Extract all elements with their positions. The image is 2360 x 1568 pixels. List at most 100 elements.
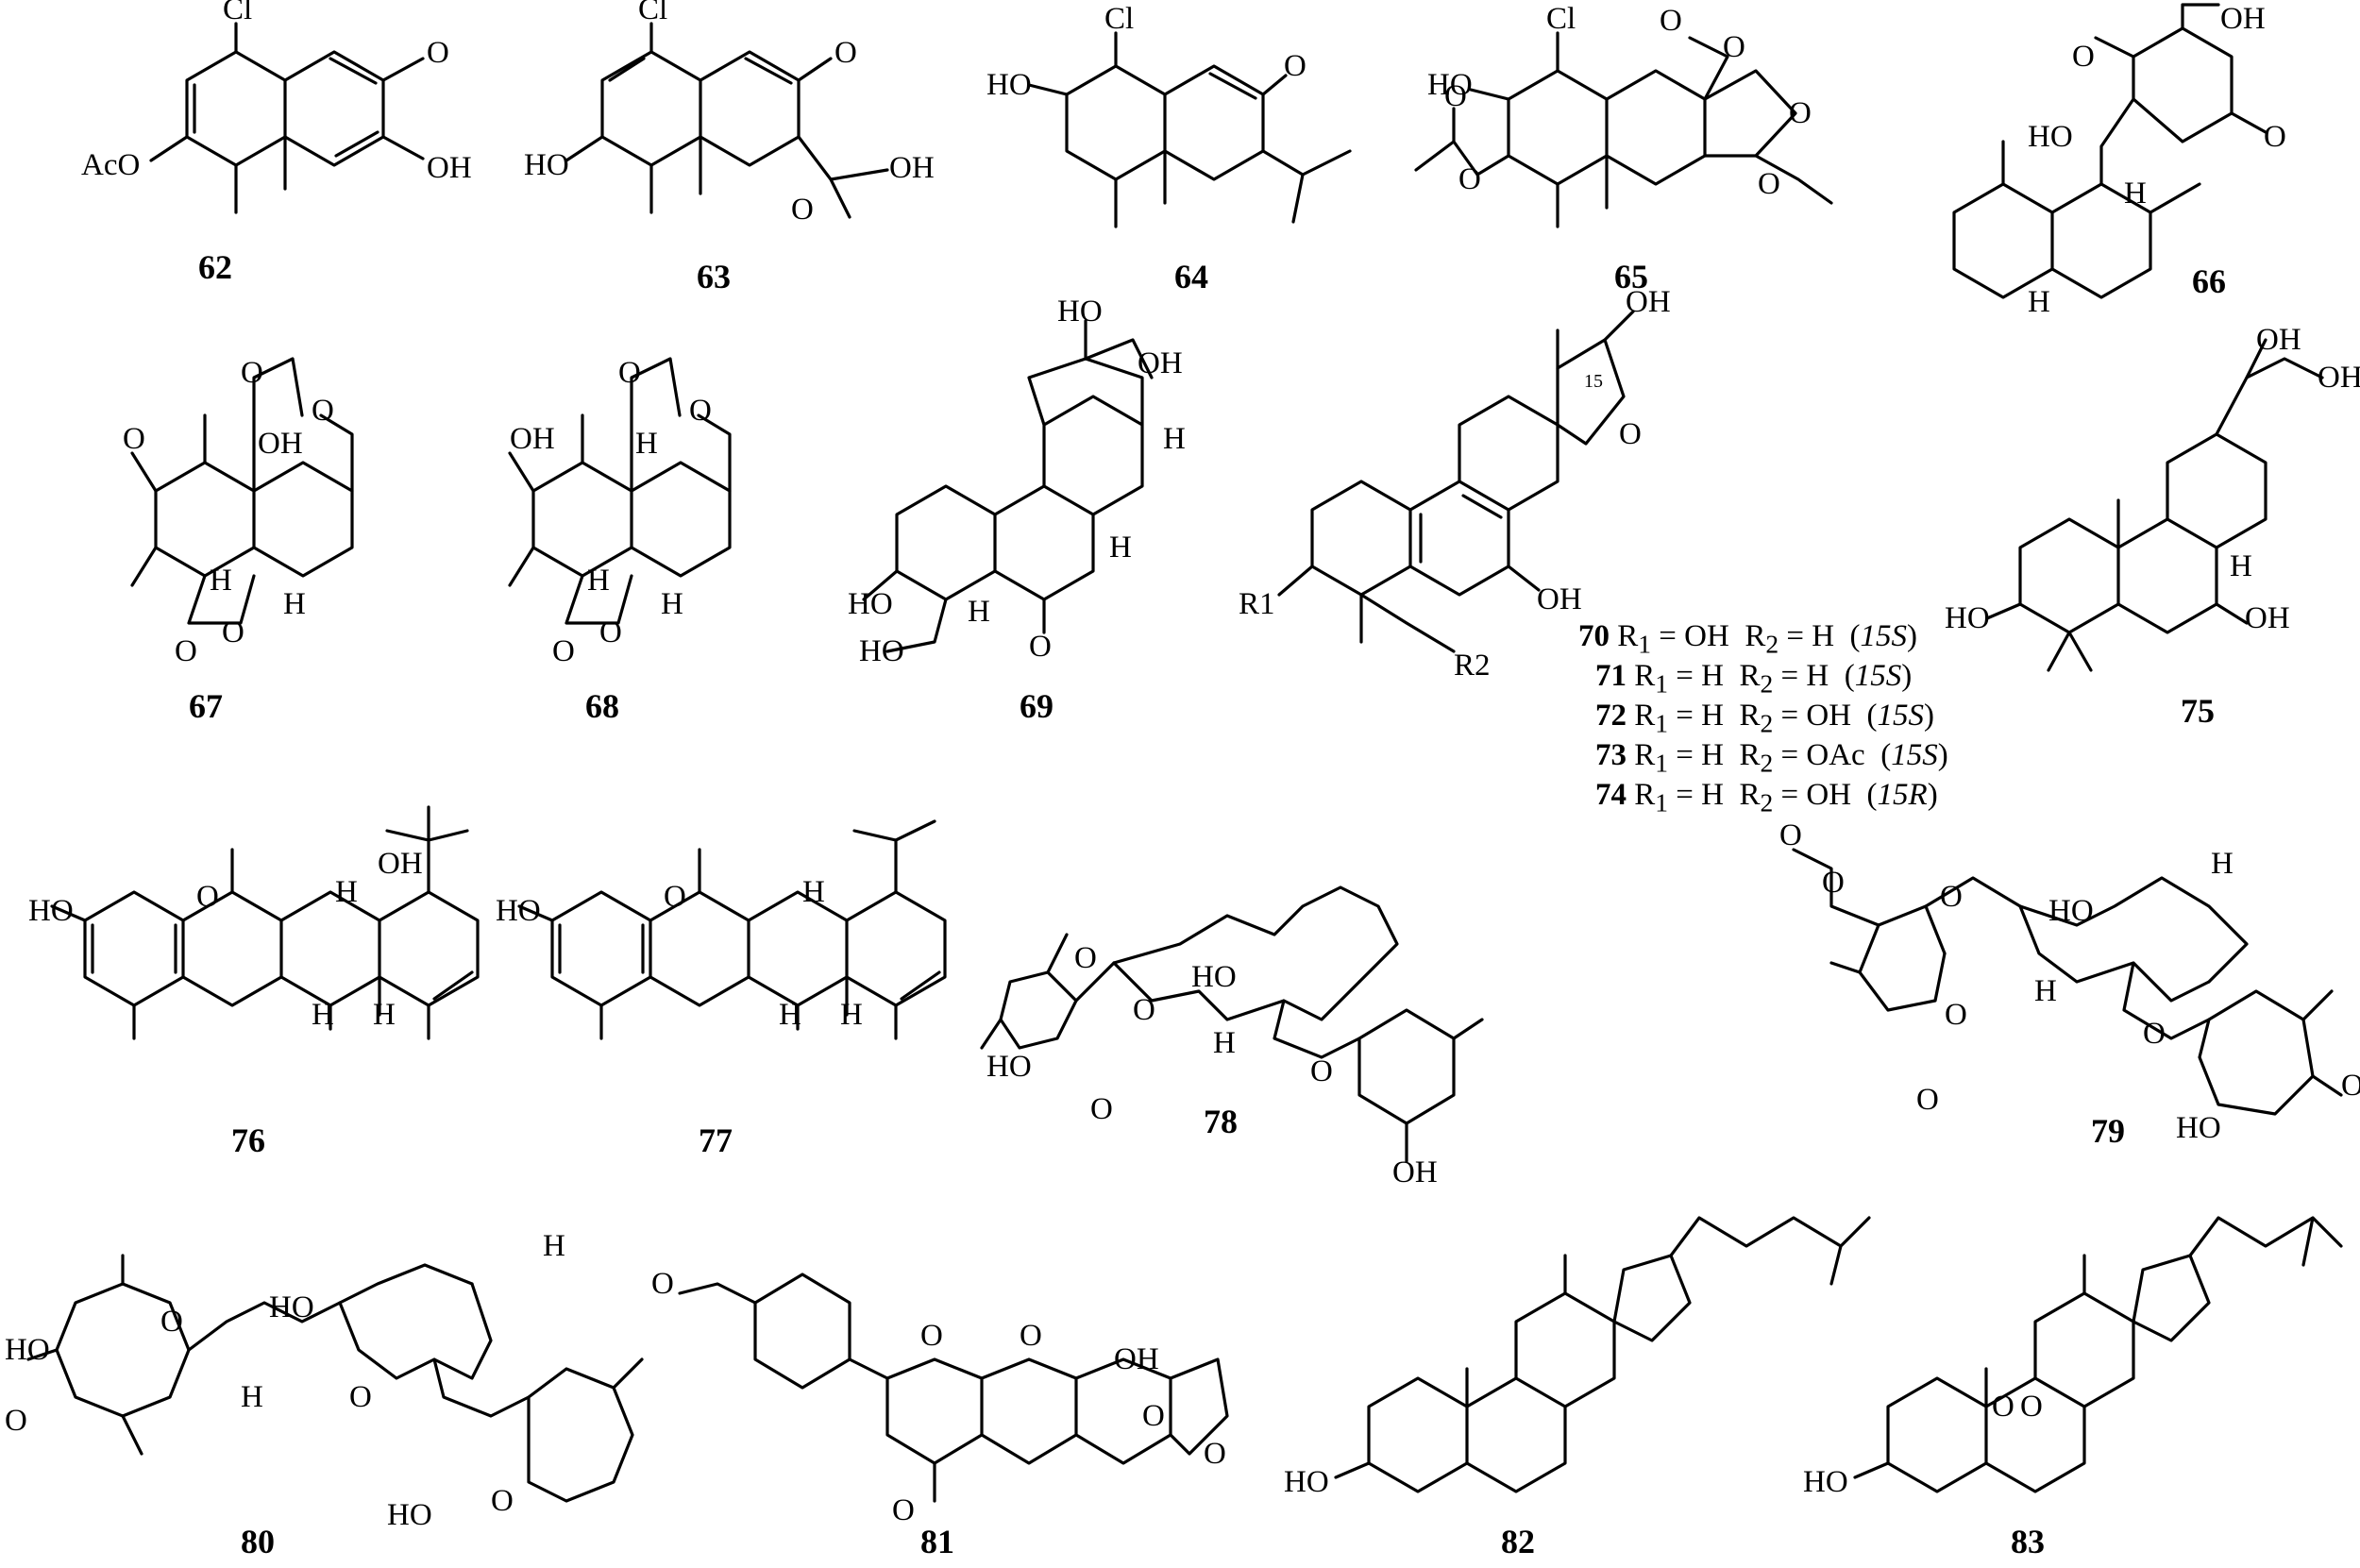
atom-67-o3: O xyxy=(123,422,145,456)
atom-63-o1: O xyxy=(834,36,857,70)
atom-80-o3: O xyxy=(349,1380,372,1414)
atom-64-cl: Cl xyxy=(1104,2,1134,36)
compound-83: HO O O 83 xyxy=(1803,1216,2343,1560)
atom-81-o2: O xyxy=(920,1319,943,1353)
atom-80-h1: H xyxy=(543,1229,565,1263)
compound-77-label: 77 xyxy=(699,1121,733,1159)
atom-68-o1: O xyxy=(618,356,641,390)
sub-config: 15S xyxy=(1891,738,1938,772)
atom-78-o1: O xyxy=(1074,941,1097,975)
compound-68: O OH H O H O O H 68 xyxy=(508,356,732,725)
atom-79-ho2: HO xyxy=(2176,1111,2221,1145)
compound-63-label: 63 xyxy=(697,258,731,295)
sub-r1: H xyxy=(1701,738,1724,772)
compound-80: HO O O HO H H O HO O 80 xyxy=(5,1229,644,1560)
atom-79-o2: O xyxy=(1822,866,1845,900)
atom-79-h2: H xyxy=(2034,974,2057,1008)
atom-68-o3: O xyxy=(599,615,622,649)
atom-69-o: O xyxy=(1029,630,1052,664)
sub-r1: H xyxy=(1701,659,1724,693)
compound-76-label: 76 xyxy=(231,1121,265,1159)
atom-78-ho2: HO xyxy=(986,1050,1032,1084)
compound-70-74-scaffold: OH 15 O OH R1 R2 xyxy=(1239,285,1671,683)
compound-63: Cl O HO O OH 63 xyxy=(524,0,935,295)
compound-83-label: 83 xyxy=(2011,1523,2045,1560)
atom-80-ho3: HO xyxy=(387,1498,432,1532)
compound-76: OH HO O H H H 76 xyxy=(28,805,480,1159)
atom-69-oh: OH xyxy=(1138,346,1183,380)
atom-80-o4: O xyxy=(491,1484,514,1518)
atom-63-cl: Cl xyxy=(638,0,667,26)
sub-r2: OH xyxy=(1806,778,1852,812)
atom-69-ho2: HO xyxy=(848,587,893,621)
atom-77-h3: H xyxy=(840,998,863,1032)
compound-77: HO O H H H 77 xyxy=(496,819,947,1159)
atom-83-o2: O xyxy=(2020,1390,2043,1424)
compound-79-label: 79 xyxy=(2091,1112,2125,1150)
atom-79-o4: O xyxy=(2143,1017,2166,1051)
atom-79-o6: O xyxy=(1916,1083,1939,1117)
atom-68-oh: OH xyxy=(510,422,555,456)
atom-77-h2: H xyxy=(779,998,801,1032)
sub-row-73: 73 R1 = H R2 = OAc (15S) xyxy=(1595,738,1948,778)
sub-config: 15S xyxy=(1854,659,1902,693)
sub-r2: H xyxy=(1806,659,1829,693)
atom-69-h1: H xyxy=(1163,422,1186,456)
atom-65-o1: O xyxy=(1444,79,1467,113)
atom-65-o2: O xyxy=(1458,162,1481,196)
atom-68-o4: O xyxy=(552,634,575,668)
atom-67-h2: H xyxy=(283,587,306,621)
compound-81: O O O OH O O O 81 xyxy=(651,1267,1229,1560)
compound-64: Cl HO O 64 xyxy=(986,2,1352,295)
atom-76-h1: H xyxy=(335,875,358,909)
atom-69-h2: H xyxy=(1109,531,1132,565)
atom-79-h1: H xyxy=(2211,847,2234,881)
atom-75-h: H xyxy=(2230,549,2252,583)
atom-67-o4: O xyxy=(222,615,244,649)
compound-66-label: 66 xyxy=(2192,262,2226,300)
atom-65-o4: O xyxy=(1789,96,1812,130)
atom-62-o: O xyxy=(427,36,449,70)
atom-80-ho1: HO xyxy=(5,1333,50,1367)
sub-r2: OH xyxy=(1806,699,1852,733)
atom-81-oh: OH xyxy=(1114,1342,1159,1376)
atom-82-ho: HO xyxy=(1284,1465,1329,1499)
compound-82: HO 82 xyxy=(1284,1216,1871,1560)
atom-66-o1: O xyxy=(2072,40,2095,74)
atom-78-ho1: HO xyxy=(1191,960,1237,994)
atom-68-o2: O xyxy=(689,394,712,428)
sub-row-71: 71 R1 = H R2 = H (15S) xyxy=(1595,659,1913,699)
compound-80-label: 80 xyxy=(241,1523,275,1560)
atom-66-h1: H xyxy=(2124,177,2147,211)
compound-67-label: 67 xyxy=(189,687,223,725)
compound-65-label: 65 xyxy=(1614,258,1648,295)
atom-81-o4: O xyxy=(1142,1399,1165,1433)
atom-70-oh2: OH xyxy=(1537,582,1582,616)
atom-67-oh: OH xyxy=(258,427,303,461)
atom-70-r2: R2 xyxy=(1454,649,1491,683)
atom-65-o3: O xyxy=(1723,30,1745,64)
atom-62-oh: OH xyxy=(427,151,472,185)
atom-83-o1: O xyxy=(1992,1390,2014,1424)
atom-64-o: O xyxy=(1284,49,1306,83)
sub-row-70: 70 R1 = OH R2 = H (15S) xyxy=(1578,619,1918,659)
sub-id: 70 xyxy=(1578,619,1610,653)
atom-76-o: O xyxy=(196,880,219,914)
compound-78-label: 78 xyxy=(1204,1103,1238,1140)
atom-65-cl: Cl xyxy=(1546,2,1576,36)
atom-68-h3: H xyxy=(661,587,683,621)
atom-76-ho: HO xyxy=(28,894,74,928)
compound-65: Cl O O HO O O O O 65 xyxy=(1414,2,1833,295)
atom-75-oh3: OH xyxy=(2245,601,2290,635)
atom-69-h3: H xyxy=(968,595,990,629)
atom-63-oh: OH xyxy=(889,151,935,185)
atom-75-ho: HO xyxy=(1945,601,1990,635)
atom-81-o6: O xyxy=(1204,1437,1226,1471)
sub-row-72: 72 R1 = H R2 = OH (15S) xyxy=(1595,699,1935,738)
atom-76-oh: OH xyxy=(378,847,423,881)
compound-69-label: 69 xyxy=(1020,687,1054,725)
atom-66-oh: OH xyxy=(2220,2,2266,36)
atom-70-r1: R1 xyxy=(1239,587,1275,621)
atom-78-h: H xyxy=(1213,1026,1236,1060)
